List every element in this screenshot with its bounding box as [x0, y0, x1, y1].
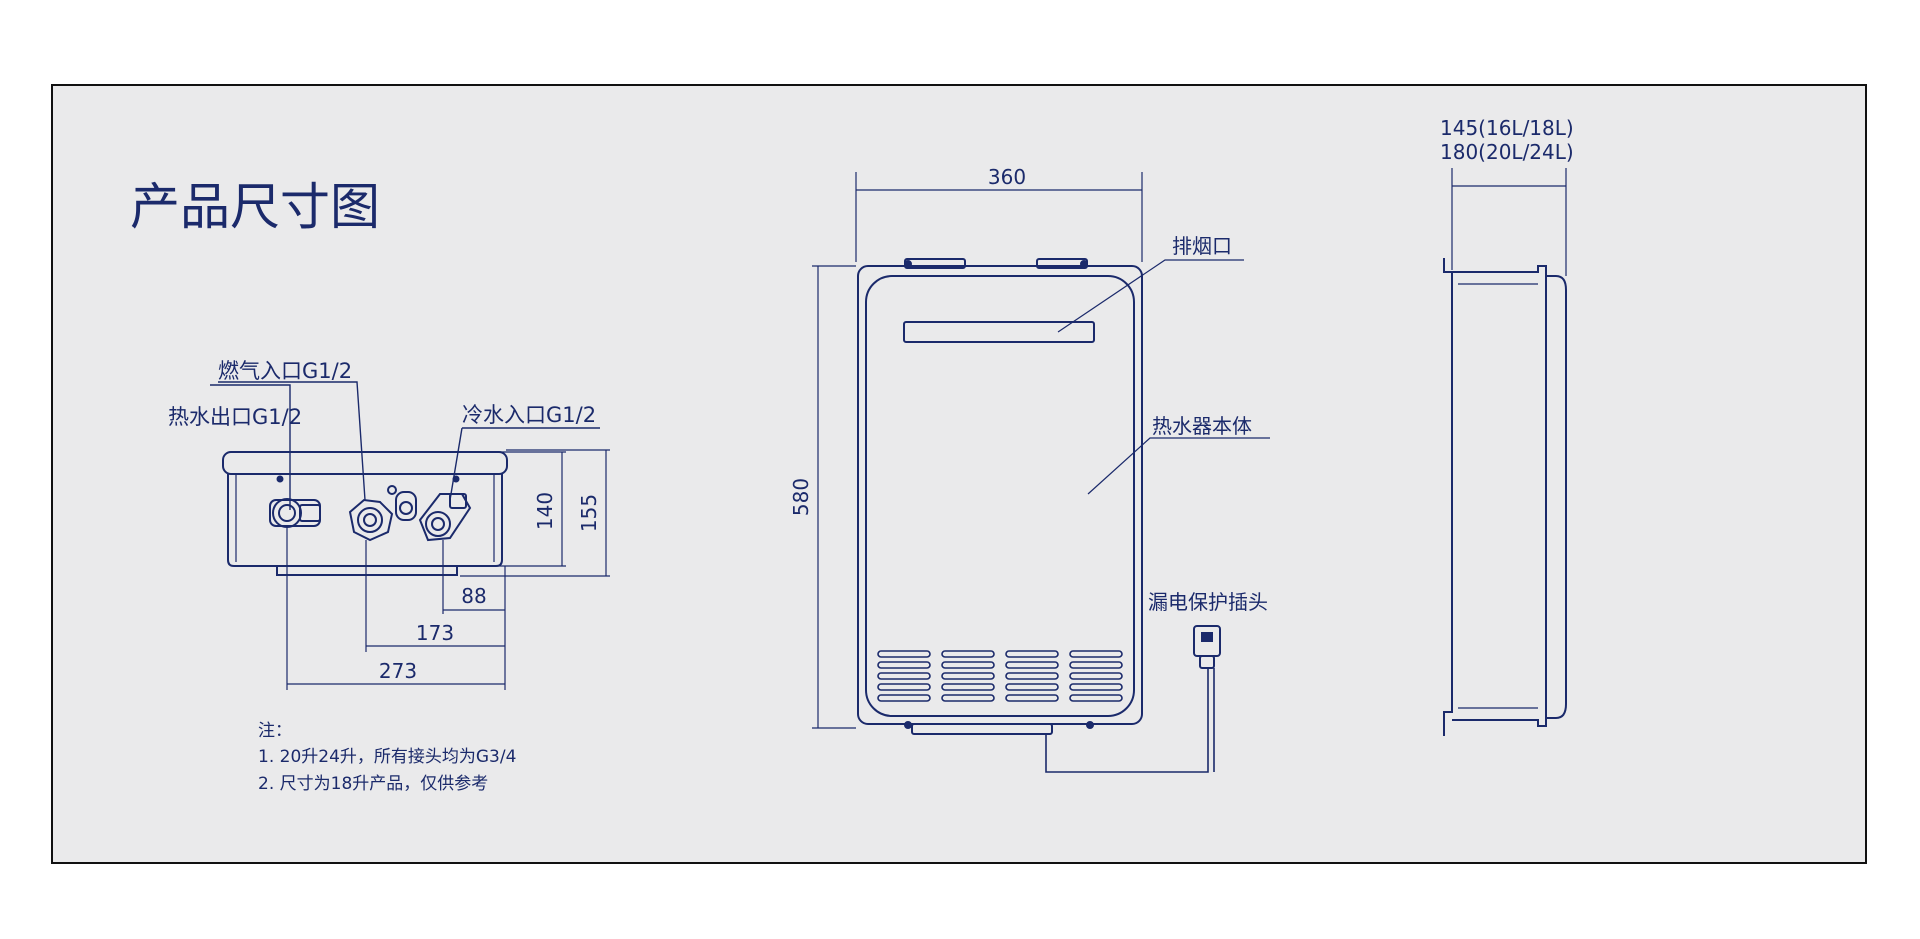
front-view-inner: [865, 275, 1135, 717]
bottom-view-leaders: [210, 381, 600, 510]
screw-dot: [276, 475, 284, 483]
depth-dim-line-1: 145(16L/18L): [1440, 116, 1574, 140]
hot-water-outlet-fitting: [269, 498, 321, 528]
cold-water-inlet-label: 冷水入口G1/2: [462, 403, 596, 427]
dim-140: 140: [533, 492, 557, 530]
front-vents: [877, 650, 1123, 702]
dim-88: 88: [461, 584, 486, 608]
page-title: 产品尺寸图: [130, 178, 380, 236]
plug-label: 漏电保护插头: [1148, 590, 1268, 614]
bottom-view-base: [276, 565, 458, 576]
small-valve: [387, 485, 417, 521]
dim-173: 173: [416, 621, 454, 645]
hot-water-outlet-label: 热水出口G1/2: [168, 405, 302, 429]
power-cord: [1045, 668, 1215, 773]
notes-line-2: 2. 尺寸为18升产品，仅供参考: [258, 774, 488, 794]
gas-inlet-label: 燃气入口G1/2: [218, 359, 352, 383]
flue-outlet-label: 排烟口: [1172, 234, 1232, 258]
side-view: [1443, 258, 1567, 736]
bottom-view: [222, 451, 508, 576]
heater-body-label: 热水器本体: [1152, 414, 1252, 438]
front-view-dimensions: [812, 172, 1143, 729]
depth-dim-line-2: 180(20L/24L): [1440, 140, 1574, 164]
dim-height-580: 580: [789, 478, 813, 516]
dim-155: 155: [577, 494, 601, 532]
cold-water-inlet-fitting: [418, 493, 472, 542]
side-view-front-cover: [1546, 275, 1567, 719]
notes-line-1: 1. 20升24升，所有接头均为G3/4: [258, 747, 516, 767]
side-view-bracket: [1443, 258, 1453, 736]
front-view: [857, 258, 1221, 773]
front-view-leaders: [1057, 259, 1270, 495]
side-view-body: [1452, 265, 1547, 727]
flue-outlet-slot: [903, 321, 1095, 343]
dim-width-360: 360: [988, 165, 1026, 189]
notes-heading: 注：: [258, 721, 292, 741]
bottom-view-dimensions: [286, 449, 610, 690]
side-view-dimensions: [1451, 168, 1567, 276]
gas-inlet-fitting: [348, 498, 394, 542]
bottom-view-lip: [222, 451, 508, 475]
dim-273: 273: [379, 659, 417, 683]
